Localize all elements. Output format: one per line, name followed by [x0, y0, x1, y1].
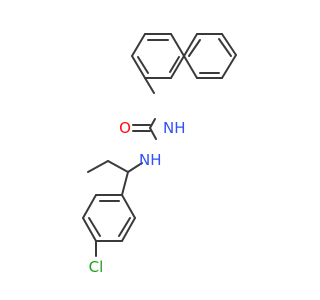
bond [121, 217, 136, 242]
bond [188, 39, 201, 57]
bond [170, 33, 185, 57]
bond [221, 54, 237, 79]
bond [87, 160, 109, 173]
bond [131, 55, 146, 79]
bond [218, 38, 232, 57]
nitrogen-symbol: N [163, 119, 174, 137]
nitrogen-atom-label-lower: NH [139, 151, 162, 169]
bond [149, 127, 157, 140]
bond [183, 33, 198, 57]
bond [131, 33, 146, 57]
hydrogen-suffix: H [174, 119, 185, 137]
bond [82, 217, 97, 242]
bond [107, 160, 129, 173]
bond [121, 171, 129, 196]
urea-linkage [87, 77, 157, 196]
hydrogen-suffix: H [150, 151, 161, 169]
molecule-structure: O NH NH Cl [82, 33, 237, 276]
bond [118, 217, 131, 237]
bond [137, 56, 149, 74]
bond [144, 77, 155, 94]
chlorophenyl-ring [82, 194, 136, 257]
bond [169, 56, 180, 73]
bond [127, 162, 143, 173]
bond [221, 33, 237, 56]
bond [121, 194, 136, 219]
bond [170, 55, 185, 79]
nitrogen-symbol: N [139, 151, 150, 169]
chlorine-atom-label: Cl [89, 258, 104, 276]
bond [82, 194, 97, 219]
bond [183, 55, 198, 79]
naphthalene-right-ring [183, 33, 237, 79]
naphthalene-left-ring [131, 33, 185, 79]
bond [149, 118, 156, 129]
oxygen-atom-label: O [119, 119, 131, 137]
bond [88, 217, 101, 237]
nitrogen-atom-label-upper: NH [163, 119, 186, 137]
